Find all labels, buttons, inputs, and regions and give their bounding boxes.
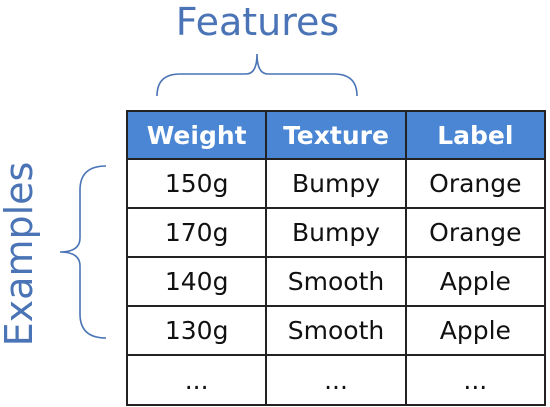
cell-weight: 130g (125, 305, 268, 356)
cell-weight: 150g (125, 158, 268, 209)
cell-label: Apple (404, 305, 547, 356)
data-table: Weight Texture Label 150g Bumpy Orange 1… (125, 110, 547, 406)
header-cell-weight: Weight (125, 110, 268, 160)
features-label: Features (175, 0, 340, 44)
cell-texture: Bumpy (265, 158, 407, 209)
table-row: 150g Bumpy Orange (125, 158, 547, 209)
table-row: 130g Smooth Apple (125, 305, 547, 356)
cell-ellipsis: ... (404, 354, 547, 406)
table-row: 170g Bumpy Orange (125, 207, 547, 258)
cell-label: Orange (404, 158, 547, 209)
header-cell-label: Label (404, 110, 547, 160)
cell-texture: Smooth (265, 305, 407, 356)
cell-texture: Smooth (265, 256, 407, 307)
header-row: Weight Texture Label (125, 110, 547, 160)
table-row-ellipsis: ... ... ... (125, 354, 547, 406)
cell-weight: 140g (125, 256, 268, 307)
features-brace (156, 53, 358, 97)
cell-label: Orange (404, 207, 547, 258)
cell-ellipsis: ... (125, 354, 268, 406)
cell-label: Apple (404, 256, 547, 307)
cell-ellipsis: ... (265, 354, 407, 406)
table-row: 140g Smooth Apple (125, 256, 547, 307)
cell-texture: Bumpy (265, 207, 407, 258)
header-cell-texture: Texture (265, 110, 407, 160)
examples-brace (59, 165, 107, 339)
cell-weight: 170g (125, 207, 268, 258)
